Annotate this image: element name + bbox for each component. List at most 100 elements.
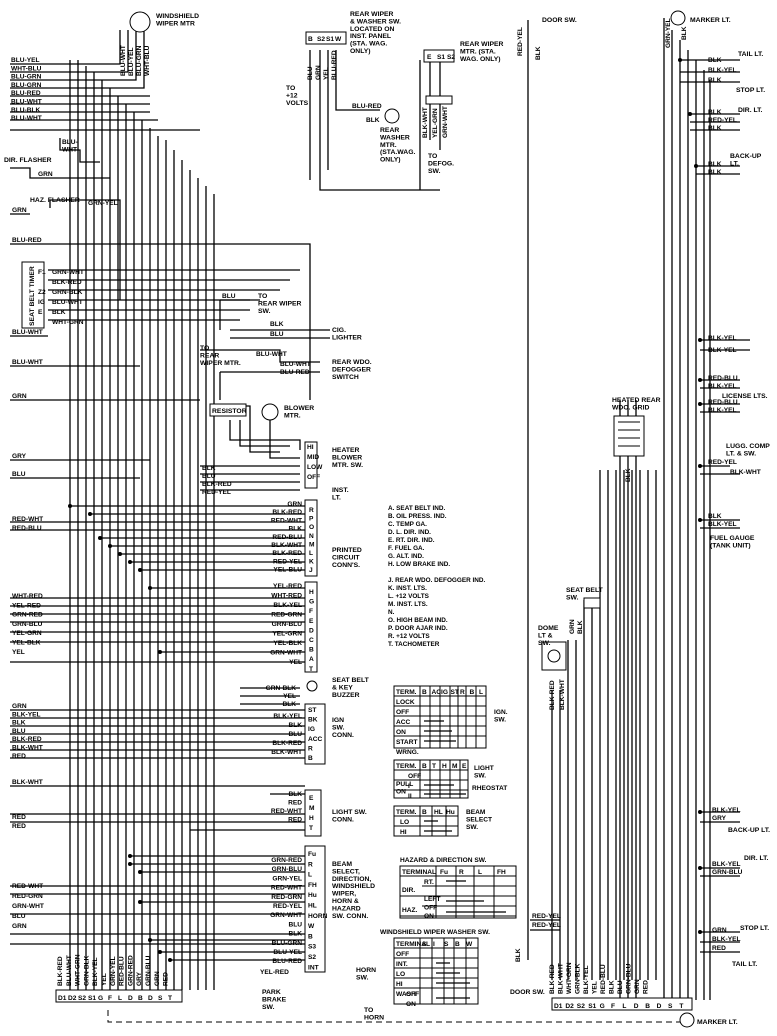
- legend-item: B. OIL PRESS. IND.: [388, 513, 447, 520]
- wire-label: E: [427, 54, 432, 61]
- wire-label: RED: [163, 972, 170, 986]
- wire-label: YEL-RED: [260, 969, 289, 976]
- wire-label: DIR.: [402, 887, 415, 894]
- wire-label: ACC: [308, 736, 323, 743]
- wire-label: OFF: [424, 905, 437, 912]
- wire-label: HI: [307, 444, 314, 451]
- wire-label: BLK-YEL: [708, 347, 737, 354]
- wire-label: BLK: [270, 321, 284, 328]
- wire-label: TERM.: [396, 763, 417, 770]
- wire-label: RED: [12, 814, 26, 821]
- legend-item: F. FUEL GA.: [388, 545, 425, 552]
- wire-label: OFF: [307, 474, 320, 481]
- wire-label: RHEOSTAT: [472, 785, 507, 792]
- wire-label: YEL: [289, 659, 302, 666]
- wire-label: D2: [68, 995, 77, 1002]
- wire-label: BLK-RED: [12, 736, 42, 743]
- label-door-sw-top: DOOR SW.: [542, 17, 577, 24]
- wire-label: GRN-BLK: [266, 685, 297, 692]
- wire-label: BLK: [708, 169, 722, 176]
- wire-label: BLK-WHT: [422, 107, 429, 138]
- wire-label: HI: [400, 829, 407, 836]
- wire-label: RT.: [424, 879, 434, 886]
- wire-label: GRN-BLK: [83, 955, 90, 986]
- wire-label: S1: [588, 1003, 596, 1010]
- legend-item: D. L. DIR. IND.: [388, 529, 431, 536]
- wire-label: R: [459, 869, 464, 876]
- wire-label: BLU-RED: [11, 90, 41, 97]
- wire-label: YEL: [12, 649, 25, 656]
- wire-label: F: [108, 995, 112, 1002]
- wire-label: BLK-WHT: [559, 679, 566, 710]
- wire-label: RED: [712, 945, 726, 952]
- wire-label: RED: [12, 823, 26, 830]
- wire-label: D: [309, 627, 314, 634]
- wire-label: YEL-RED: [12, 602, 41, 609]
- wire-label: RED-BLU: [708, 375, 738, 382]
- wire-label: RED: [12, 753, 26, 760]
- wire-label: BLK-RED: [272, 550, 302, 557]
- wire-label: J: [309, 567, 313, 574]
- wire-label: C: [309, 637, 314, 644]
- wire-label: S2: [577, 1003, 585, 1010]
- wire-label: LEFT: [424, 896, 440, 903]
- wire-label: BLU: [12, 728, 26, 735]
- wire-label: BLK-YEL: [273, 713, 302, 720]
- label-inst-lt: INST.LT.: [332, 487, 349, 501]
- label-marker-lt-bottom: MARKER LT.: [697, 1019, 738, 1026]
- wire-label: BLK-YEL: [273, 602, 302, 609]
- wire-label: B: [455, 941, 460, 948]
- wire-label: BLK-RED: [57, 956, 64, 986]
- wire-label: GRN-RED: [12, 612, 43, 619]
- wire-label: RED-WHT: [271, 885, 302, 892]
- wire-label: BLK: [288, 526, 302, 533]
- wire-label: GRN-BLU: [712, 869, 743, 876]
- wire-label: HL: [434, 809, 443, 816]
- wire-label: YEL-BLK: [12, 640, 41, 647]
- wire-label: T: [309, 825, 313, 832]
- wire-label: GRN-YEL: [88, 200, 118, 207]
- wire-label: BLU-WHT: [12, 359, 43, 366]
- wire-label: BLK: [282, 701, 296, 708]
- wire-label: RED-YEL: [273, 558, 302, 565]
- wire-label: INT: [308, 964, 319, 971]
- wire-label: TERMINAL: [402, 869, 436, 876]
- wire-label: BLK-YEL: [708, 383, 737, 390]
- wire-label: TERM.: [396, 809, 417, 816]
- wire-label: T: [679, 1003, 683, 1010]
- wire-label: BLU-BLK: [11, 107, 41, 114]
- wire-label: BLK: [52, 309, 66, 316]
- wire-label: E: [462, 763, 467, 770]
- wire-label: IGN.SW.: [494, 709, 508, 723]
- wire-label: W: [308, 923, 315, 930]
- wire-label: G: [600, 1003, 605, 1010]
- wire-label: BLU: [12, 471, 26, 478]
- wire-label: BLK-YEL: [708, 67, 737, 74]
- wire-label: LOW: [307, 464, 323, 471]
- rear-wiper-region: [305, 31, 455, 191]
- wire-label: BLK-YEL: [708, 335, 737, 342]
- junction-dots: [68, 58, 702, 962]
- wire-label: BLU-WHT: [256, 351, 287, 358]
- wire-label: GRN-BLU: [272, 621, 303, 628]
- wire-label: LOCK: [396, 699, 415, 706]
- wire-label: BLK: [708, 57, 722, 64]
- wire-label: BLK: [535, 46, 542, 60]
- wire-label: BLU: [288, 921, 302, 928]
- wire-label: WHT-RED: [271, 593, 302, 600]
- wire-label: BLK-YEL: [708, 521, 737, 528]
- wire-label: BLK-RED: [52, 279, 82, 286]
- wire-label: T: [168, 995, 172, 1002]
- wire-label: BLK: [708, 125, 722, 132]
- wire-label: RED: [288, 817, 302, 824]
- label-seat-belt-timer: SEAT BELT TIMER: [29, 266, 36, 326]
- wire-label: YEL-GRN: [432, 108, 439, 138]
- wire-label: RED-YEL: [708, 117, 737, 124]
- wire-label: Fu: [308, 851, 316, 858]
- wire-label: ST: [308, 707, 316, 714]
- wire-label: BK: [308, 717, 318, 724]
